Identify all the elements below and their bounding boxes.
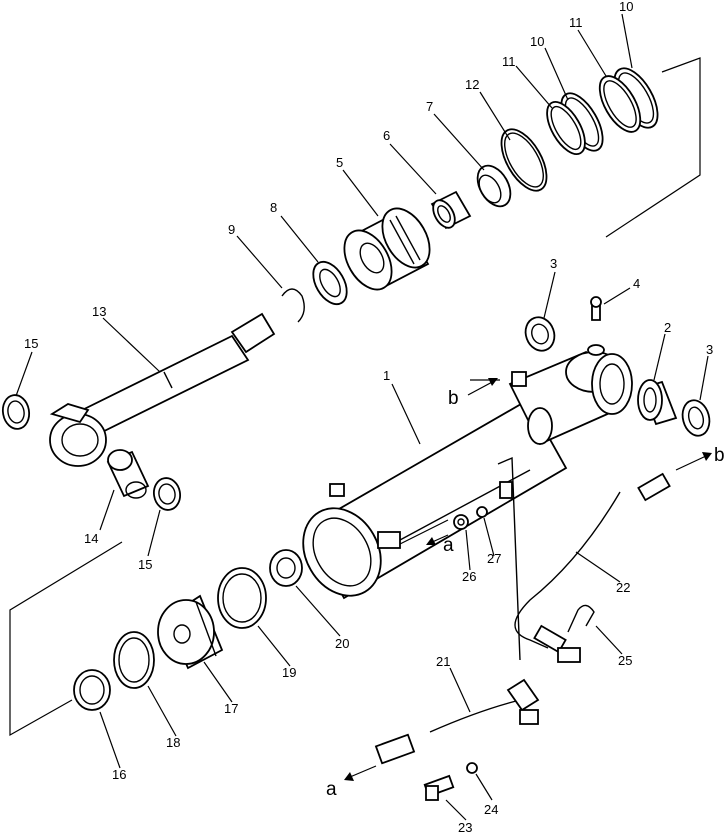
label-part-3-left: 3 bbox=[550, 256, 557, 271]
label-part-27: 27 bbox=[487, 551, 501, 566]
part-13-piston-rod bbox=[49, 312, 276, 467]
part-14-bushing bbox=[106, 449, 150, 499]
part-25-elbow bbox=[567, 604, 595, 633]
label-part-14: 14 bbox=[84, 531, 98, 546]
label-part-8: 8 bbox=[270, 200, 277, 215]
part-27-washer bbox=[476, 506, 488, 518]
label-part-2: 2 bbox=[664, 320, 671, 335]
label-part-16: 16 bbox=[112, 767, 126, 782]
label-part-22: 22 bbox=[616, 580, 630, 595]
label-part-15-right: 15 bbox=[138, 557, 152, 572]
part-16-bushing bbox=[73, 669, 111, 711]
connector-b-left: b bbox=[448, 388, 459, 409]
part-9-snap-ring bbox=[281, 288, 305, 323]
part-21-pipe bbox=[374, 678, 540, 765]
label-part-5: 5 bbox=[336, 155, 343, 170]
part-15-seal-left bbox=[1, 394, 31, 430]
label-part-11-lower: 11 bbox=[502, 54, 516, 69]
part-1-cylinder-tube bbox=[302, 344, 633, 600]
part-22-pipe bbox=[514, 472, 671, 663]
connector-a-mid: a bbox=[443, 535, 454, 556]
part-2-bushing bbox=[637, 379, 678, 426]
part-20-nut bbox=[269, 549, 303, 587]
part-7-bearing bbox=[476, 164, 512, 208]
label-part-10-upper: 10 bbox=[619, 0, 633, 14]
part-labels: 10 11 10 11 12 7 6 5 8 9 13 15 3 4 2 3 1… bbox=[24, 0, 713, 835]
part-6-bushing bbox=[430, 190, 472, 230]
label-part-13: 13 bbox=[92, 304, 106, 319]
label-part-1: 1 bbox=[383, 368, 390, 383]
part-11-ring-lower bbox=[546, 101, 586, 155]
part-3-bushing-right bbox=[681, 399, 711, 437]
label-part-25: 25 bbox=[618, 653, 632, 668]
part-17-head bbox=[157, 594, 224, 670]
label-part-7: 7 bbox=[426, 99, 433, 114]
label-part-3-right: 3 bbox=[706, 342, 713, 357]
part-19-ring bbox=[217, 567, 267, 629]
part-4-grease-fitting bbox=[590, 296, 602, 321]
label-part-15-left: 15 bbox=[24, 336, 38, 351]
part-11-ring-upper bbox=[598, 75, 642, 133]
part-24-washer bbox=[466, 762, 478, 774]
part-5-piston bbox=[343, 207, 431, 291]
connector-b-right: b bbox=[714, 445, 725, 466]
connector-a-bottom: a bbox=[326, 779, 337, 800]
part-3-bushing-left bbox=[524, 316, 556, 352]
connector-arrows bbox=[344, 378, 712, 781]
part-8-ring bbox=[312, 260, 348, 306]
label-part-24: 24 bbox=[484, 802, 498, 817]
label-part-18: 18 bbox=[166, 735, 180, 750]
label-part-19: 19 bbox=[282, 665, 296, 680]
part-26-nut bbox=[453, 514, 469, 530]
label-part-23: 23 bbox=[458, 820, 472, 835]
part-18-seal bbox=[113, 631, 155, 689]
label-part-9: 9 bbox=[228, 222, 235, 237]
label-part-17: 17 bbox=[224, 701, 238, 716]
label-part-12: 12 bbox=[465, 77, 479, 92]
label-part-21: 21 bbox=[436, 654, 450, 669]
part-15-seal-right bbox=[152, 477, 182, 511]
leader-lines bbox=[15, 13, 709, 821]
part-12-ring bbox=[500, 128, 548, 192]
bracket-lines bbox=[9, 57, 701, 737]
connector-letters: b b a a bbox=[326, 388, 725, 800]
label-part-26: 26 bbox=[462, 569, 476, 584]
label-part-11-upper: 11 bbox=[569, 15, 583, 30]
label-part-20: 20 bbox=[335, 636, 349, 651]
label-part-6: 6 bbox=[383, 128, 390, 143]
label-part-10-lower: 10 bbox=[530, 34, 544, 49]
part-23-bolt bbox=[423, 774, 455, 801]
label-part-4: 4 bbox=[633, 276, 640, 291]
hose-bracket bbox=[497, 456, 521, 661]
